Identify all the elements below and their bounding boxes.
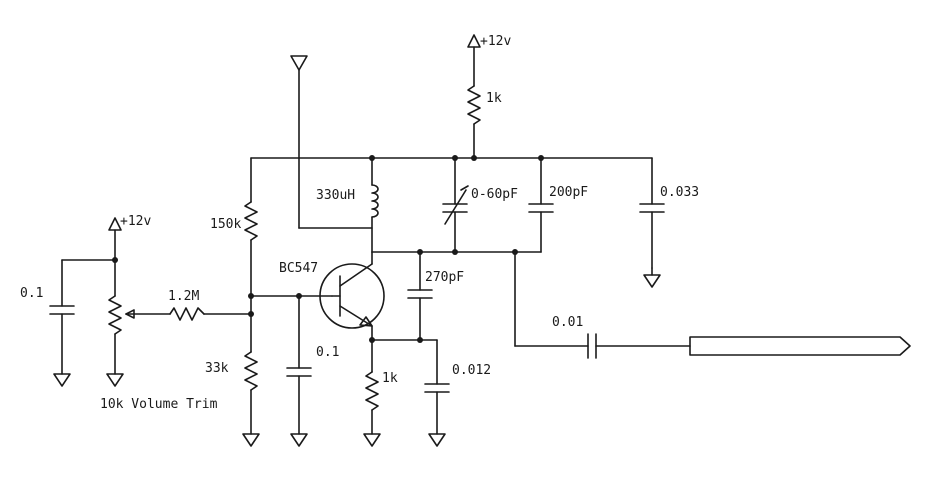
r-emitter-label: 1k bbox=[382, 371, 398, 386]
cap-0012-label: 0.012 bbox=[452, 363, 491, 378]
transistor-bc547 bbox=[319, 251, 385, 341]
capacitor-200pf bbox=[528, 157, 554, 253]
junction bbox=[471, 155, 477, 161]
supply-top-symbol bbox=[467, 34, 481, 87]
capacitor-001 bbox=[514, 251, 691, 359]
r-1k-top-label: 1k bbox=[486, 91, 502, 106]
junction bbox=[417, 337, 423, 343]
capacitor-left-01 bbox=[49, 259, 116, 387]
cap-200-label: 200pF bbox=[549, 185, 588, 200]
capacitor-0033 bbox=[639, 157, 665, 288]
resistor-1k-emitter bbox=[363, 339, 381, 447]
trimmer-label: 0-60pF bbox=[471, 187, 518, 202]
cap-270-label: 270pF bbox=[425, 270, 464, 285]
r-33k-label: 33k bbox=[205, 361, 229, 376]
capacitor-0012 bbox=[424, 339, 450, 447]
cap-left-label: 0.1 bbox=[20, 286, 43, 301]
output-connector bbox=[689, 336, 911, 356]
cap-base-label: 0.1 bbox=[316, 345, 339, 360]
resistor-150k bbox=[244, 157, 258, 297]
transistor-label: BC547 bbox=[279, 261, 318, 276]
cap-0033-label: 0.033 bbox=[660, 185, 699, 200]
inductor-330uh bbox=[371, 157, 379, 253]
junction bbox=[296, 293, 302, 299]
supply-top-label: +12v bbox=[480, 34, 511, 49]
potentiometer-10k bbox=[106, 295, 124, 387]
antenna-symbol bbox=[290, 55, 373, 229]
capacitor-base-01 bbox=[286, 295, 312, 447]
resistor-1k-top bbox=[467, 85, 481, 159]
supply-left-label: +12v bbox=[120, 214, 151, 229]
pot-label: 10k Volume Trim bbox=[100, 397, 218, 412]
r-12m-label: 1.2M bbox=[168, 289, 199, 304]
resistor-33k bbox=[242, 351, 260, 447]
capacitor-270pf bbox=[407, 251, 433, 341]
r-150k-label: 150k bbox=[210, 217, 241, 232]
trimmer-capacitor bbox=[442, 157, 469, 253]
inductor-label: 330uH bbox=[316, 188, 355, 203]
cap-001-label: 0.01 bbox=[552, 315, 583, 330]
resistor-1-2m bbox=[125, 307, 252, 321]
